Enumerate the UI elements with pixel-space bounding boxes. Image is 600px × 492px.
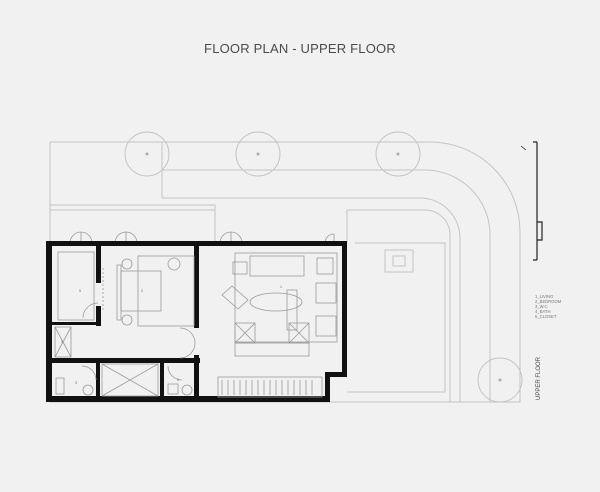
sofa <box>249 255 305 277</box>
tree-icon <box>235 131 281 177</box>
floor-label: UPPER FLOOR <box>536 356 542 400</box>
room-label-wc: 3 <box>177 377 180 382</box>
closet-unit <box>57 251 95 321</box>
legend-item: 4_BATH <box>535 309 551 314</box>
chair <box>167 257 181 271</box>
room-labels: 1 2 5 3 3 4 <box>61 284 283 385</box>
legend-item: 2_BEDROOM <box>535 299 562 304</box>
room-label-bath: 4 <box>61 339 64 344</box>
tree-symbols <box>124 131 523 403</box>
room-label-bedroom: 2 <box>141 288 144 293</box>
terrace-outline <box>49 141 521 403</box>
plan-title: FLOOR PLAN - UPPER FLOOR <box>204 41 396 56</box>
room-label-closet: 5 <box>79 288 82 293</box>
legend: 1_LIVING 2_BEDROOM 3_W.C 4_BATH 5_CLOSET <box>535 294 562 319</box>
legend-item: 3_W.C <box>535 304 548 309</box>
legend-item: 1_LIVING <box>535 294 553 299</box>
staircase <box>217 376 323 398</box>
lounge-chair <box>221 285 249 310</box>
living-rug <box>234 252 338 343</box>
tree-icon <box>375 131 421 177</box>
legend-item: 5_CLOSET <box>535 314 557 319</box>
north-arrow-icon <box>520 141 543 261</box>
tree-icon <box>124 131 170 177</box>
void <box>101 363 159 397</box>
tree-icon <box>477 357 523 403</box>
room-label-living: 1 <box>280 284 283 289</box>
room-label-wc: 3 <box>75 380 78 385</box>
building-walls <box>46 241 347 402</box>
coffee-table <box>249 292 303 312</box>
furniture <box>54 251 338 398</box>
